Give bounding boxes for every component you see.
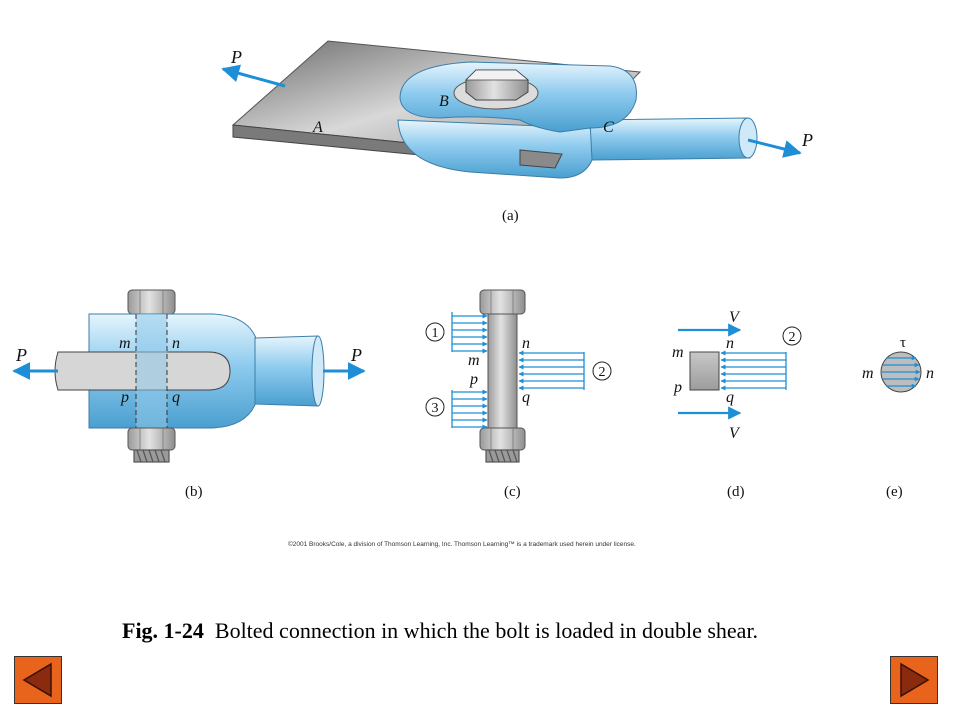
panel-b: P P m n p q (b) [12,289,366,500]
svg-text:2: 2 [599,365,606,380]
label-tau-e: τ [900,335,906,351]
load-arrows-3 [451,389,488,430]
caption-d: (d) [727,484,745,500]
label-n-b: n [172,335,180,352]
bolt-shank-b [136,314,167,428]
force-arrow-a-left [221,64,286,88]
plate-a-end [519,149,563,169]
svg-text:1: 1 [432,326,439,341]
panel-e: τ m n (e) [862,335,934,500]
label-m-c: m [468,352,480,369]
figure-caption: Fig. 1-24 Bolted connection in which the… [122,616,862,645]
shear-stress-arrows-e [882,355,921,389]
copyright-notice: ©2001 Brooks/Cole, a division of Thomson… [288,541,636,548]
label-p-left-b: P [15,345,27,365]
triangle-left-icon [22,662,52,698]
circle-label-2-d: 2 [782,326,802,346]
previous-slide-button[interactable] [14,656,62,704]
svg-text:3: 3 [432,401,439,416]
caption-c: (c) [504,484,521,500]
panel-a: P P A B C (a) [221,40,813,224]
label-a: A [312,119,323,136]
load-arrows-d [720,350,787,391]
triangle-right-icon [900,662,930,698]
bolt-head-a [453,69,539,110]
load-arrows-2 [518,350,585,391]
label-p-c: p [469,371,478,388]
load-arrows-1 [451,312,488,354]
bolt-shank-c [487,313,518,429]
label-q-d: q [726,389,734,406]
bolt-segment-d [689,351,720,391]
label-m-d: m [672,344,684,361]
figure-number: Fig. 1-24 [122,618,204,643]
label-n-e: n [926,365,934,382]
bolt-thread-b [133,449,170,463]
label-m-e: m [862,365,874,382]
label-b: B [439,93,449,110]
caption-a: (a) [502,208,519,224]
label-v-bottom-d: V [729,425,741,442]
label-n-d: n [726,335,734,352]
label-v-top-d: V [729,309,741,326]
label-q-b: q [172,389,180,406]
panel-d: 2 V V m n p q (d) [672,309,802,500]
bolt-thread-c [485,449,520,463]
label-p-b: p [120,389,129,406]
circle-label-1: 1 [425,322,445,342]
label-p-right-b: P [350,345,362,365]
bolt-head-c [479,289,526,315]
bolt-nut-b [127,427,176,451]
label-p-left-a: P [230,47,242,67]
svg-text:2: 2 [789,330,796,345]
force-arrow-a-right [747,138,802,158]
panel-c: 1 3 2 m n p q (c) [425,289,612,500]
label-n-c: n [522,335,530,352]
label-p-right-a: P [801,130,813,150]
bolt-head-b [127,289,176,315]
bolt-nut-c [479,427,526,451]
caption-b: (b) [185,484,203,500]
circle-label-3: 3 [425,397,445,417]
figure-caption-text: Bolted connection in which the bolt is l… [214,618,759,643]
label-q-c: q [522,389,530,406]
caption-e: (e) [886,484,903,500]
label-p-d: p [673,379,682,396]
circle-label-2: 2 [592,361,612,381]
label-m-b: m [119,335,131,352]
next-slide-button[interactable] [890,656,938,704]
label-c: C [603,119,614,136]
clevis-rod-end [738,117,758,159]
